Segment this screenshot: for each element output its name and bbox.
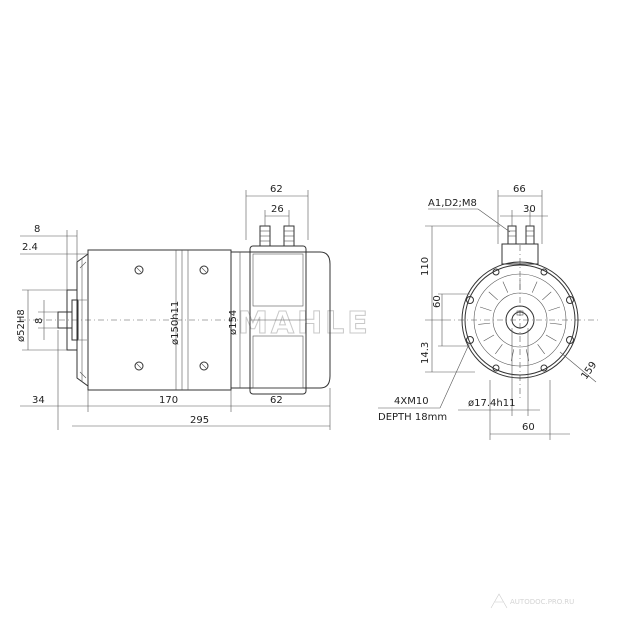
dim-flange-b: 2.4 (22, 242, 38, 253)
dim-flange-a: 8 (34, 224, 40, 235)
watermark-brand: MAHLE (238, 306, 371, 341)
terminal-block (501, 243, 539, 265)
dim-end-height-a: 110 (420, 257, 431, 276)
end-cover-outer (461, 261, 579, 379)
shaft-end (511, 311, 529, 329)
dim-end-terminal-span: 66 (513, 184, 526, 195)
dim-end-offset: 14.3 (420, 342, 431, 364)
depth-label: DEPTH 18mm (378, 412, 447, 423)
dim-shaft-len: 34 (32, 395, 45, 406)
dim-body-len: 170 (159, 395, 178, 406)
dim-body-dia: ø150h11 (170, 301, 181, 345)
dim-overall-len: 295 (190, 415, 209, 426)
terminal-stud (507, 225, 535, 245)
end-view: 66 30 A1,D2;M8 110 60 14.3 159 4XM10 DEP… (378, 184, 600, 440)
dim-end-len: 62 (270, 395, 283, 406)
side-view: 62 26 8 2.4 ø52H8 8 ø150h11 ø154 34 170 … (16, 184, 331, 430)
dim-terminal-span: 62 (270, 184, 283, 195)
vent-slots (478, 278, 562, 362)
body-screw (134, 265, 209, 371)
end-housing (230, 251, 331, 389)
dim-terminal-pitch: 26 (271, 204, 284, 215)
dim-shaft-step: 8 (34, 318, 45, 324)
thread-label: 4XM10 (394, 396, 429, 407)
terminal-stud (259, 225, 295, 247)
dim-housing-dia: ø154 (228, 310, 239, 335)
bearing-boss (505, 305, 535, 335)
dim-bolt-circle: 159 (579, 360, 599, 382)
terminal-label: A1,D2;M8 (428, 198, 477, 209)
dim-end-bottom: 60 (522, 422, 535, 433)
dim-end-height-b: 60 (432, 295, 443, 308)
dim-end-terminal-pitch: 30 (523, 204, 536, 215)
watermark-site: AUTODOC.PRO.RU (510, 598, 574, 606)
mounting-hole (466, 268, 574, 372)
watermark-logo (490, 593, 508, 609)
dim-shaft-dia: ø17.4h11 (468, 398, 515, 409)
dim-spigot-dia: ø52H8 (16, 309, 27, 342)
